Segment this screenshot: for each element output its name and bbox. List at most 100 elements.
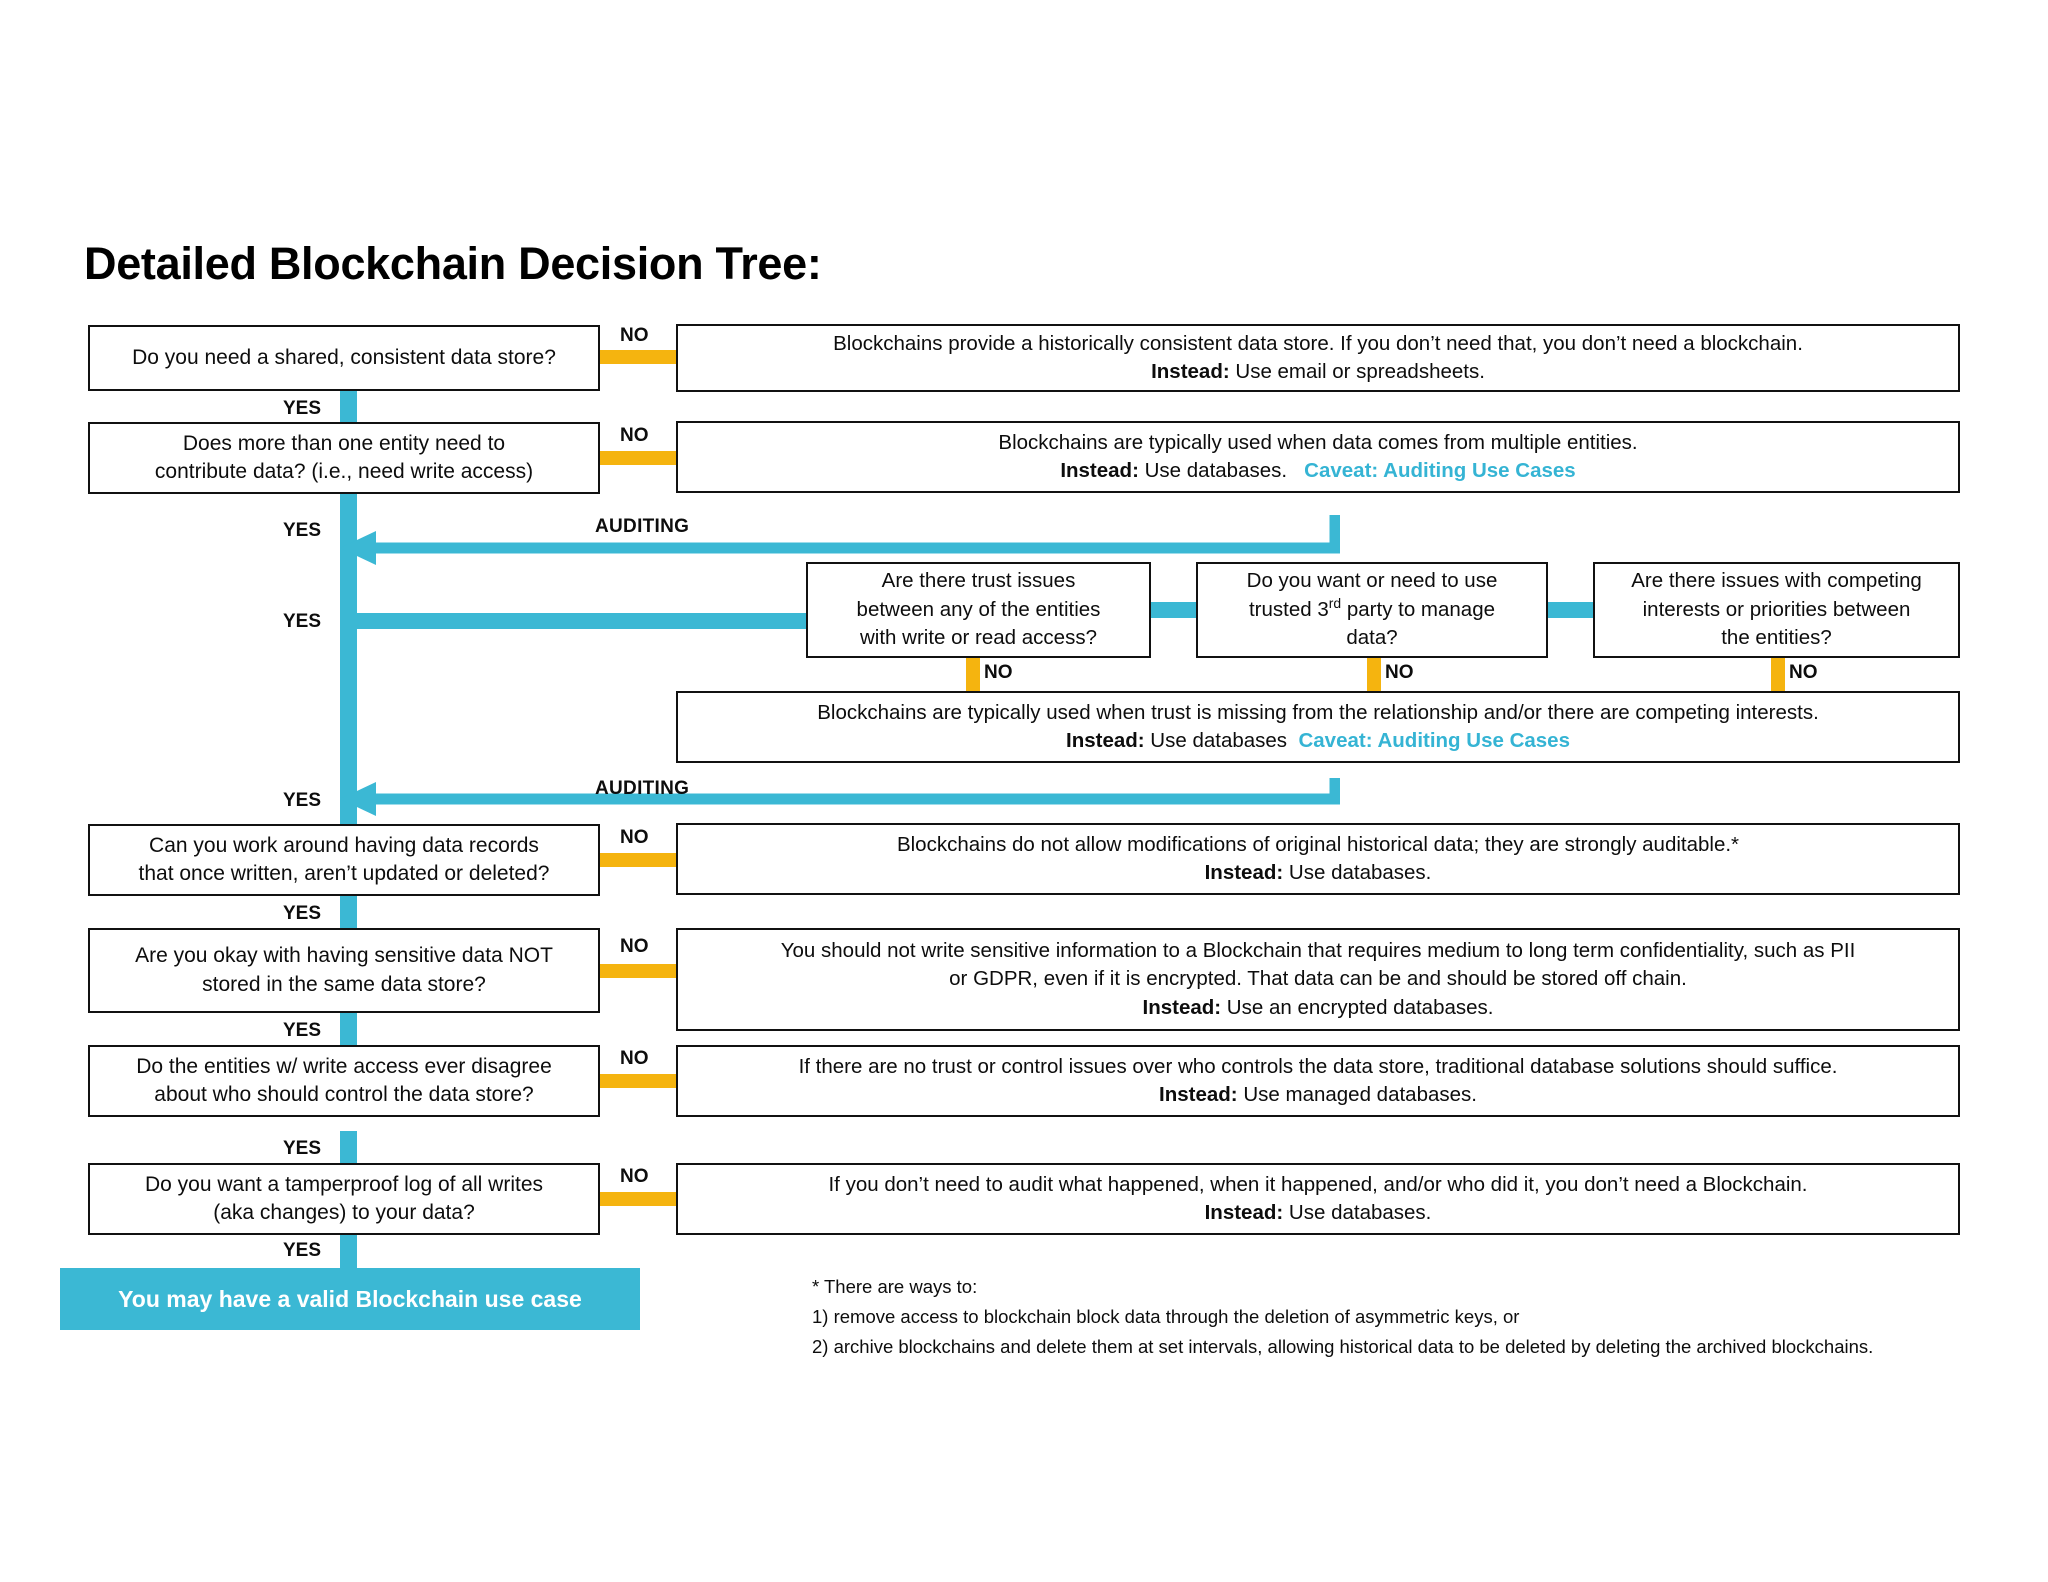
answer-a5-line2: Instead: Use managed databases. bbox=[692, 1081, 1944, 1109]
answer-a3-instead-label: Instead: bbox=[1204, 861, 1284, 884]
yes-label-q2: YES bbox=[283, 520, 322, 541]
question-q3-text: Can you work around having data records … bbox=[139, 832, 550, 889]
answer-a6-instead-label: Instead: bbox=[1204, 1201, 1284, 1224]
question-q5-line2: about who should control the data store? bbox=[154, 1083, 534, 1106]
spine-segment-q5-q6 bbox=[340, 1131, 357, 1163]
yes-label-q6: YES bbox=[283, 1240, 322, 1261]
teal-connector-spine-to-t1 bbox=[340, 613, 810, 629]
no-connector-q5 bbox=[600, 1074, 678, 1088]
question-t1-text: Are there trust issues between any of th… bbox=[857, 567, 1101, 653]
answer-a4-line3: Instead: Use an encrypted databases. bbox=[692, 994, 1944, 1022]
question-t2-line2a: trusted 3 bbox=[1248, 597, 1329, 621]
answer-a2-line1: Blockchains are typically used when data… bbox=[998, 430, 1638, 454]
question-box-q6[interactable]: Do you want a tamperproof log of all wri… bbox=[88, 1163, 600, 1235]
yes-label-after-trust: YES bbox=[283, 790, 322, 811]
answer-a6-line2: Instead: Use databases. bbox=[692, 1199, 1944, 1227]
no-label-q3: NO bbox=[620, 827, 649, 848]
conclusion-banner: You may have a valid Blockchain use case bbox=[60, 1268, 640, 1330]
question-t3-text: Are there issues with competing interest… bbox=[1631, 567, 1922, 653]
answer-a2-caveat: Caveat: Auditing Use Cases bbox=[1304, 459, 1576, 482]
answer-a4-instead-text: Use an encrypted databases. bbox=[1221, 995, 1494, 1019]
footnote-block: * There are ways to: 1) remove access to… bbox=[812, 1272, 2012, 1362]
no-connector-q2 bbox=[600, 451, 678, 465]
yes-label-trust-branch: YES bbox=[283, 611, 322, 632]
no-label-q1: NO bbox=[620, 325, 649, 346]
question-box-q5[interactable]: Do the entities w/ write access ever dis… bbox=[88, 1045, 600, 1117]
answer-box-trust: Blockchains are typically used when trus… bbox=[676, 691, 1960, 763]
question-box-q4[interactable]: Are you okay with having sensitive data … bbox=[88, 928, 600, 1013]
answer-a6-instead-text: Use databases. bbox=[1283, 1201, 1432, 1224]
answer-box-a6: If you don’t need to audit what happened… bbox=[676, 1163, 1960, 1235]
yes-label-q3: YES bbox=[283, 903, 322, 924]
no-label-q2: NO bbox=[620, 425, 649, 446]
answer-a2-line2: Instead: Use databases. Caveat: Auditing… bbox=[692, 457, 1944, 485]
spine-segment-q6-final bbox=[340, 1232, 357, 1270]
question-box-q3[interactable]: Can you work around having data records … bbox=[88, 824, 600, 896]
question-box-t2[interactable]: Do you want or need to use trusted 3rd p… bbox=[1196, 562, 1548, 658]
question-t2-ordinal: rd bbox=[1328, 594, 1342, 611]
no-label-q6: NO bbox=[620, 1166, 649, 1187]
answer-a3-line1: Blockchains do not allow modifications o… bbox=[896, 832, 1740, 856]
answer-a3-line2: Instead: Use databases. bbox=[692, 859, 1944, 887]
no-label-t2: NO bbox=[1385, 662, 1414, 683]
yes-label-q4: YES bbox=[283, 1020, 322, 1041]
yes-label-q1: YES bbox=[283, 398, 322, 419]
question-t2-text: Do you want or need to use trusted 3rd p… bbox=[1247, 567, 1498, 653]
answer-trust-instead-label: Instead: bbox=[1066, 729, 1145, 752]
no-connector-t3 bbox=[1771, 658, 1785, 692]
question-q4-line1: Are you okay with having sensitive data … bbox=[135, 944, 553, 968]
answer-a4-instead-label: Instead: bbox=[1142, 995, 1222, 1019]
question-box-t1[interactable]: Are there trust issues between any of th… bbox=[806, 562, 1151, 658]
question-t2-line2b: party to manage bbox=[1341, 597, 1496, 621]
no-connector-t2 bbox=[1367, 658, 1381, 692]
question-q5-line1: Do the entities w/ write access ever dis… bbox=[136, 1054, 552, 1078]
no-label-t1: NO bbox=[984, 662, 1013, 683]
question-q2-line1: Does more than one entity need to bbox=[182, 431, 506, 455]
question-q1-text: Do you need a shared, consistent data st… bbox=[132, 345, 556, 369]
answer-trust-line1: Blockchains are typically used when trus… bbox=[817, 700, 1819, 724]
spine-segment-q2-q3 bbox=[340, 494, 357, 824]
answer-box-a5: If there are no trust or control issues … bbox=[676, 1045, 1960, 1117]
question-q6-text: Do you want a tamperproof log of all wri… bbox=[145, 1171, 543, 1228]
teal-connector-t1-to-t2 bbox=[1151, 602, 1198, 618]
question-t1-line2: between any of the entities bbox=[856, 597, 1101, 621]
answer-trust-line2: Instead: Use databases Caveat: Auditing … bbox=[692, 727, 1944, 755]
question-box-q1[interactable]: Do you need a shared, consistent data st… bbox=[88, 325, 600, 391]
answer-a3-instead-text: Use databases. bbox=[1283, 861, 1432, 884]
no-connector-q1 bbox=[600, 350, 678, 364]
answer-a1-line2: Instead: Use email or spreadsheets. bbox=[692, 358, 1944, 386]
auditing-label-1: AUDITING bbox=[595, 516, 690, 537]
no-connector-q3 bbox=[600, 853, 678, 867]
answer-a4-line2: or GDPR, even if it is encrypted. That d… bbox=[949, 967, 1687, 991]
question-q3-line2: that once written, aren’t updated or del… bbox=[138, 862, 550, 885]
question-box-t3[interactable]: Are there issues with competing interest… bbox=[1593, 562, 1960, 658]
question-q6-line2: (aka changes) to your data? bbox=[213, 1201, 475, 1224]
answer-box-a3: Blockchains do not allow modifications o… bbox=[676, 823, 1960, 895]
footnote-line-1: 1) remove access to blockchain block dat… bbox=[812, 1305, 1520, 1327]
answer-a5-line1: If there are no trust or control issues … bbox=[798, 1054, 1838, 1078]
question-q4-text: Are you okay with having sensitive data … bbox=[135, 942, 553, 999]
no-label-q4: NO bbox=[620, 936, 649, 957]
spine-segment-q4-q5 bbox=[340, 1013, 357, 1045]
no-label-q5: NO bbox=[620, 1048, 649, 1069]
conclusion-text: You may have a valid Blockchain use case bbox=[118, 1285, 582, 1312]
page-title: Detailed Blockchain Decision Tree: bbox=[84, 238, 822, 289]
answer-box-a4: You should not write sensitive informati… bbox=[676, 928, 1960, 1031]
teal-connector-t2-to-t3 bbox=[1548, 602, 1595, 618]
no-label-t3: NO bbox=[1789, 662, 1818, 683]
question-t3-line2: interests or priorities between bbox=[1642, 597, 1911, 621]
auditing-label-2: AUDITING bbox=[595, 778, 690, 799]
answer-a2-instead-label: Instead: bbox=[1060, 459, 1139, 482]
answer-a1-instead-text: Use email or spreadsheets. bbox=[1229, 360, 1485, 383]
answer-a1-instead-label: Instead: bbox=[1151, 360, 1230, 383]
answer-a4-line1: You should not write sensitive informati… bbox=[780, 939, 1856, 963]
question-q6-line1: Do you want a tamperproof log of all wri… bbox=[144, 1172, 544, 1196]
answer-box-a1: Blockchains provide a historically consi… bbox=[676, 324, 1960, 392]
question-t3-line1: Are there issues with competing bbox=[1631, 568, 1922, 592]
question-t2-line1: Do you want or need to use bbox=[1246, 568, 1498, 592]
question-box-q2[interactable]: Does more than one entity need to contri… bbox=[88, 422, 600, 494]
auditing-arrow-2 bbox=[340, 778, 1340, 816]
question-q2-text: Does more than one entity need to contri… bbox=[155, 430, 533, 487]
answer-a1-line1: Blockchains provide a historically consi… bbox=[833, 331, 1803, 355]
